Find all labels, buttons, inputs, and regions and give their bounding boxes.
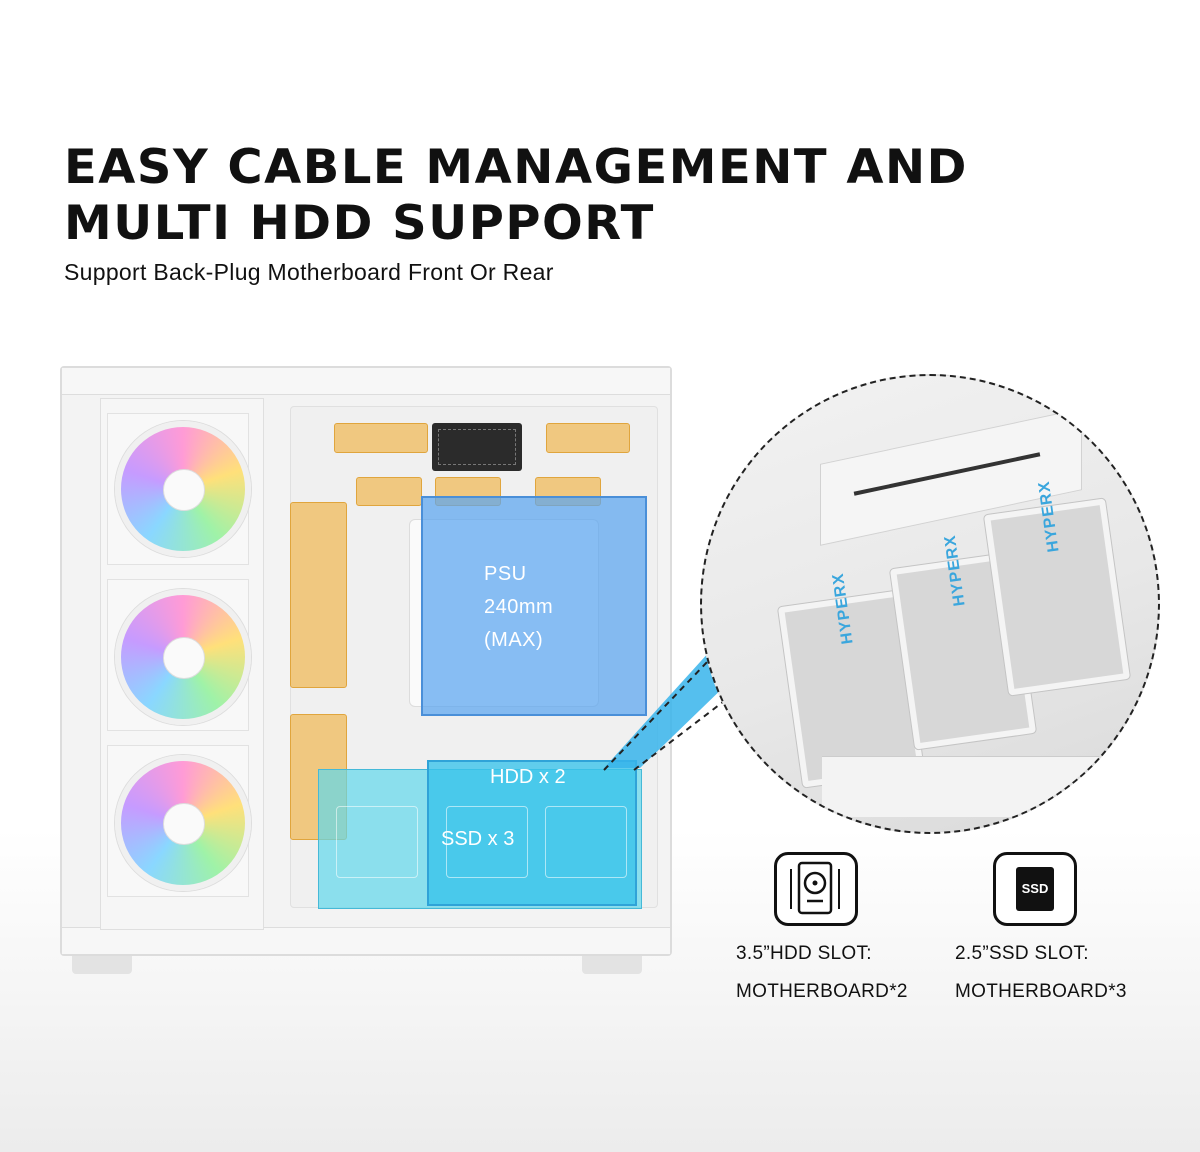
cable-grommet xyxy=(334,423,428,453)
case-floor xyxy=(822,756,1158,817)
drive-brand: HYPERX xyxy=(829,571,857,646)
zoom-detail-circle: HYPERX HYPERX HYPERX xyxy=(700,374,1160,834)
psu-area-overlay xyxy=(421,496,647,716)
drive-brand: HYPERX xyxy=(941,533,969,608)
headline: EASY CABLE MANAGEMENT AND MULTI HDD SUPP… xyxy=(64,140,968,252)
hdd-label: HDD x 2 xyxy=(490,766,566,788)
ssd-caption-line-2: MOTHERBOARD*3 xyxy=(955,981,1127,1002)
drive-slot xyxy=(446,806,528,878)
ssd-slot-caption: 2.5”SSD SLOT: MOTHERBOARD*3 xyxy=(955,935,1127,1011)
headline-line-2: MULTI HDD SUPPORT xyxy=(64,196,655,251)
headline-line-1: EASY CABLE MANAGEMENT AND xyxy=(64,140,968,195)
psu-label-line-1: PSU xyxy=(484,563,527,585)
drive-slot xyxy=(336,806,418,878)
cable-grommet xyxy=(546,423,630,453)
case-foot-right xyxy=(582,956,642,974)
psu-label: PSU 240mm (MAX) xyxy=(484,558,553,657)
rgb-fan-icon xyxy=(115,589,251,725)
case-foot-left xyxy=(72,956,132,974)
rgb-fan-icon xyxy=(115,421,251,557)
hdd-cage-overlay xyxy=(427,760,637,906)
hdd-slot-caption: 3.5”HDD SLOT: MOTHERBOARD*2 xyxy=(736,935,908,1011)
case-bottom-panel xyxy=(62,927,670,954)
fan-hub-board-icon xyxy=(432,423,522,471)
case-top-panel xyxy=(62,368,670,395)
ssd-icon: SSD xyxy=(993,852,1077,926)
ssd-glyph: SSD xyxy=(1016,867,1054,911)
drive-slot xyxy=(545,806,627,878)
rgb-fan-icon xyxy=(115,755,251,891)
cable-grommet xyxy=(290,502,347,688)
hdd-caption-line-2: MOTHERBOARD*2 xyxy=(736,981,908,1002)
ssd-label: SSD x 3 xyxy=(441,828,515,850)
hdd-drive: HYPERX xyxy=(983,480,1131,696)
cable-grommet xyxy=(356,477,422,506)
subtitle: Support Back-Plug Motherboard Front Or R… xyxy=(64,259,554,285)
callout-line xyxy=(603,637,731,771)
psu-label-line-3: (MAX) xyxy=(484,629,544,651)
psu-label-line-2: 240mm xyxy=(484,596,554,618)
hdd-glyph-icon xyxy=(790,861,840,915)
hdd-caption-line-1: 3.5”HDD SLOT: xyxy=(736,943,872,964)
front-fan-column xyxy=(100,398,264,930)
hdd-icon xyxy=(774,852,858,926)
ssd-caption-line-1: 2.5”SSD SLOT: xyxy=(955,943,1089,964)
